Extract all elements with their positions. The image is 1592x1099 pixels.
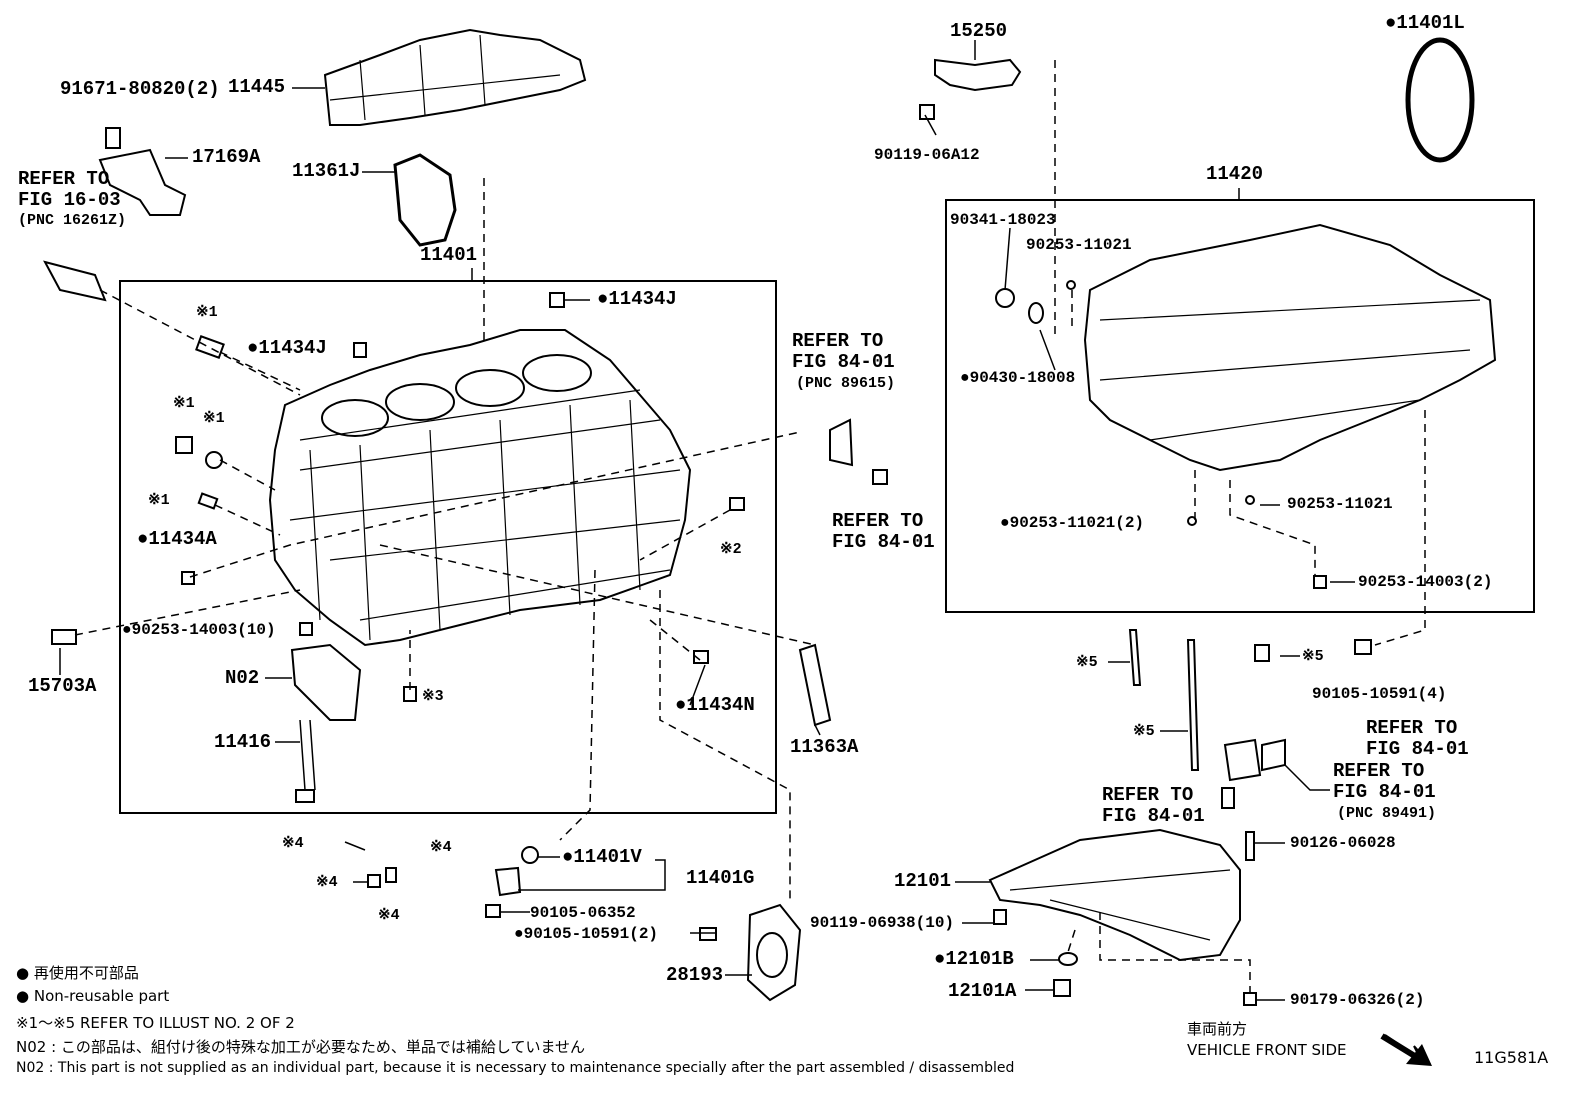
part-label-11445[interactable]: 11445 (228, 76, 286, 98)
part-label-91671[interactable]: 91671-80820(2) (60, 78, 220, 100)
ref-mark: ※5 (1076, 654, 1098, 671)
part-label-90105-06352[interactable]: 90105-06352 (530, 904, 636, 922)
part-label-90179-06326[interactable]: 90179-06326(2) (1290, 991, 1425, 1009)
gasket-11361j-drawing (393, 153, 457, 247)
part-label-11434j-left[interactable]: ●11434J (247, 337, 327, 359)
legend-n02-jp: N02 : この部品は、組付け後の特殊な加工が必要なため、単品では補給していませ… (16, 1038, 586, 1056)
ref-mark: ※4 (282, 835, 304, 852)
part-label-90253-14003-10[interactable]: ●90253-14003(10) (122, 621, 276, 639)
ref-mark: ※1 (203, 410, 225, 427)
ref-mark: ※3 (422, 688, 444, 705)
cover-11445-drawing (323, 28, 587, 126)
part-label-11434n[interactable]: ●11434N (675, 694, 755, 716)
refer-label: REFER TO (18, 168, 110, 190)
part-label-90119-06a12[interactable]: 90119-06A12 (874, 146, 980, 164)
figure-id: 11G581A (1474, 1048, 1549, 1067)
part-label-90253-11021-a[interactable]: 90253-11021 (1026, 236, 1132, 254)
fig-ref-label[interactable]: FIG 84-01 (1102, 805, 1205, 827)
pnc-label: (PNC 16261Z) (18, 212, 127, 229)
part-label-11434j-top[interactable]: ●11434J (597, 288, 677, 310)
part-label-28193[interactable]: 28193 (666, 964, 724, 986)
part-label-11401l[interactable]: ●11401L (1385, 12, 1465, 34)
ref-mark: ※5 (1302, 648, 1324, 665)
part-label-90253-11021-b[interactable]: 90253-11021 (1287, 495, 1393, 513)
part-label-90430-18008[interactable]: ●90430-18008 (960, 369, 1076, 387)
ref-mark: ※5 (1133, 723, 1155, 740)
part-label-12101b[interactable]: ●12101B (934, 948, 1014, 970)
refer-label: REFER TO (832, 510, 924, 532)
fig-ref-label[interactable]: FIG 16-03 (18, 189, 121, 211)
refer-label: REFER TO (1333, 760, 1425, 782)
part-label-90253-14003-2[interactable]: 90253-14003(2) (1358, 573, 1493, 591)
hose-drawing (43, 260, 107, 302)
part-label-11401v[interactable]: ●11401V (562, 846, 642, 868)
part-label-n02[interactable]: N02 (225, 667, 260, 689)
part-label-90119-06938[interactable]: 90119-06938(10) (810, 914, 955, 932)
part-label-90105-10591-4[interactable]: 90105-10591(4) (1312, 685, 1447, 703)
part-label-12101[interactable]: 12101 (894, 870, 952, 892)
cylinder-block-drawing (268, 329, 692, 647)
part-label-11434a[interactable]: ●11434A (137, 528, 217, 550)
pnc-label: (PNC 89615) (796, 375, 896, 392)
refer-label: REFER TO (792, 330, 884, 352)
fig-ref-label[interactable]: FIG 84-01 (1333, 781, 1436, 803)
part-label-90126-06028[interactable]: 90126-06028 (1290, 834, 1396, 852)
part-label-11363a[interactable]: 11363A (790, 736, 859, 758)
part-label-11420[interactable]: 11420 (1206, 163, 1264, 185)
cylinder-block-frame (119, 280, 777, 814)
front-side-en: VEHICLE FRONT SIDE (1187, 1041, 1347, 1059)
part-label-12101a[interactable]: 12101A (948, 980, 1017, 1002)
front-side-jp: 車両前方 (1187, 1020, 1248, 1038)
part-label-11361j[interactable]: 11361J (292, 160, 361, 182)
ref-mark: ※4 (316, 874, 338, 891)
fig-ref-label[interactable]: FIG 84-01 (1366, 738, 1469, 760)
part-label-11416[interactable]: 11416 (214, 731, 272, 753)
part-label-90253-11021-2[interactable]: ●90253-11021(2) (1000, 514, 1145, 532)
fig-ref-label[interactable]: FIG 84-01 (792, 351, 895, 373)
refer-label: REFER TO (1102, 784, 1194, 806)
legend-n02-en: N02 : This part is not supplied as an in… (16, 1060, 1015, 1076)
legend-refer-illust: ※1～※5 REFER TO ILLUST NO. 2 OF 2 (16, 1014, 295, 1032)
part-label-15703a[interactable]: 15703A (28, 675, 97, 697)
legend-jp-nonreusable: ● 再使用不可部品 (16, 964, 139, 982)
pnc-label: (PNC 89491) (1337, 805, 1437, 822)
bracket-17169a-drawing (98, 148, 187, 216)
ref-mark: ※4 (430, 839, 452, 856)
ref-mark: ※1 (173, 395, 195, 412)
part-label-90105-10591-2[interactable]: ●90105-10591(2) (514, 925, 659, 943)
part-label-17169a[interactable]: 17169A (192, 146, 261, 168)
ref-mark: ※1 (196, 304, 218, 321)
ref-mark: ※4 (378, 907, 400, 924)
part-label-11401g[interactable]: 11401G (686, 867, 755, 889)
part-label-15250[interactable]: 15250 (950, 20, 1008, 42)
legend-en-nonreusable: ● Non-reusable part (16, 987, 170, 1005)
part-label-90341-18023[interactable]: 90341-18023 (950, 211, 1056, 229)
part-label-11401[interactable]: 11401 (420, 244, 478, 266)
ref-mark: ※1 (148, 492, 170, 509)
refer-label: REFER TO (1366, 717, 1458, 739)
fig-ref-label[interactable]: FIG 84-01 (832, 531, 935, 553)
ref-mark: ※2 (720, 541, 742, 558)
oil-pan-upper-frame (945, 199, 1535, 613)
